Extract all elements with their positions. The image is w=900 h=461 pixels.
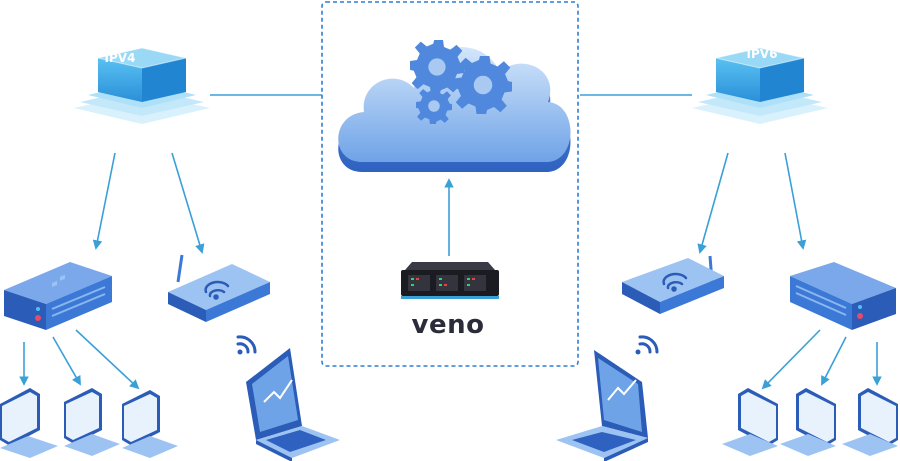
cloud-icon bbox=[338, 40, 571, 172]
arrow-ipv6-to-switch bbox=[784, 152, 807, 250]
switch-icon-left bbox=[4, 262, 112, 330]
router-icon-right bbox=[622, 255, 724, 314]
connector-lines bbox=[19, 94, 882, 390]
wifi-signal-icon-right bbox=[635, 335, 659, 355]
ipv4-cube-icon bbox=[74, 47, 210, 124]
arrow-switch-to-pc-5 bbox=[821, 336, 847, 386]
desktop-pc-icon-1 bbox=[0, 388, 58, 458]
ipv4-label: IPV4 bbox=[105, 51, 136, 65]
desktop-pc-icon-6 bbox=[842, 388, 898, 456]
desktop-pc-icon-2 bbox=[64, 388, 120, 456]
switch-icon-right bbox=[790, 262, 896, 330]
desktop-pc-icon-3 bbox=[122, 390, 178, 458]
wifi-icon bbox=[204, 280, 230, 300]
arrow-ipv4-to-router bbox=[171, 152, 205, 254]
desktop-pc-icon-5 bbox=[780, 388, 836, 456]
veno-brand-label: veno bbox=[412, 310, 485, 340]
desktop-pc-icon-4 bbox=[722, 388, 778, 456]
arrow-ipv6-to-router bbox=[697, 152, 729, 254]
laptop-icon-left bbox=[246, 348, 340, 461]
wifi-icon bbox=[662, 272, 688, 292]
arrow-switch-to-pc-3 bbox=[75, 329, 140, 390]
ipv6-label: IPV6 bbox=[747, 47, 778, 61]
arrow-ipv4-to-switch bbox=[92, 152, 116, 250]
arrow-switch-to-pc-2 bbox=[52, 336, 81, 386]
arrow-switch-to-pc-4 bbox=[761, 329, 821, 390]
veno-server-icon bbox=[401, 262, 499, 299]
router-icon-left bbox=[168, 254, 270, 322]
ipv6-node: IPV6 bbox=[692, 47, 828, 124]
laptop-icon-right bbox=[556, 350, 648, 461]
ipv6-cube-icon bbox=[692, 47, 828, 124]
wifi-signal-icon-left bbox=[236, 335, 257, 355]
ipv4-node: IPV4 bbox=[74, 47, 210, 124]
